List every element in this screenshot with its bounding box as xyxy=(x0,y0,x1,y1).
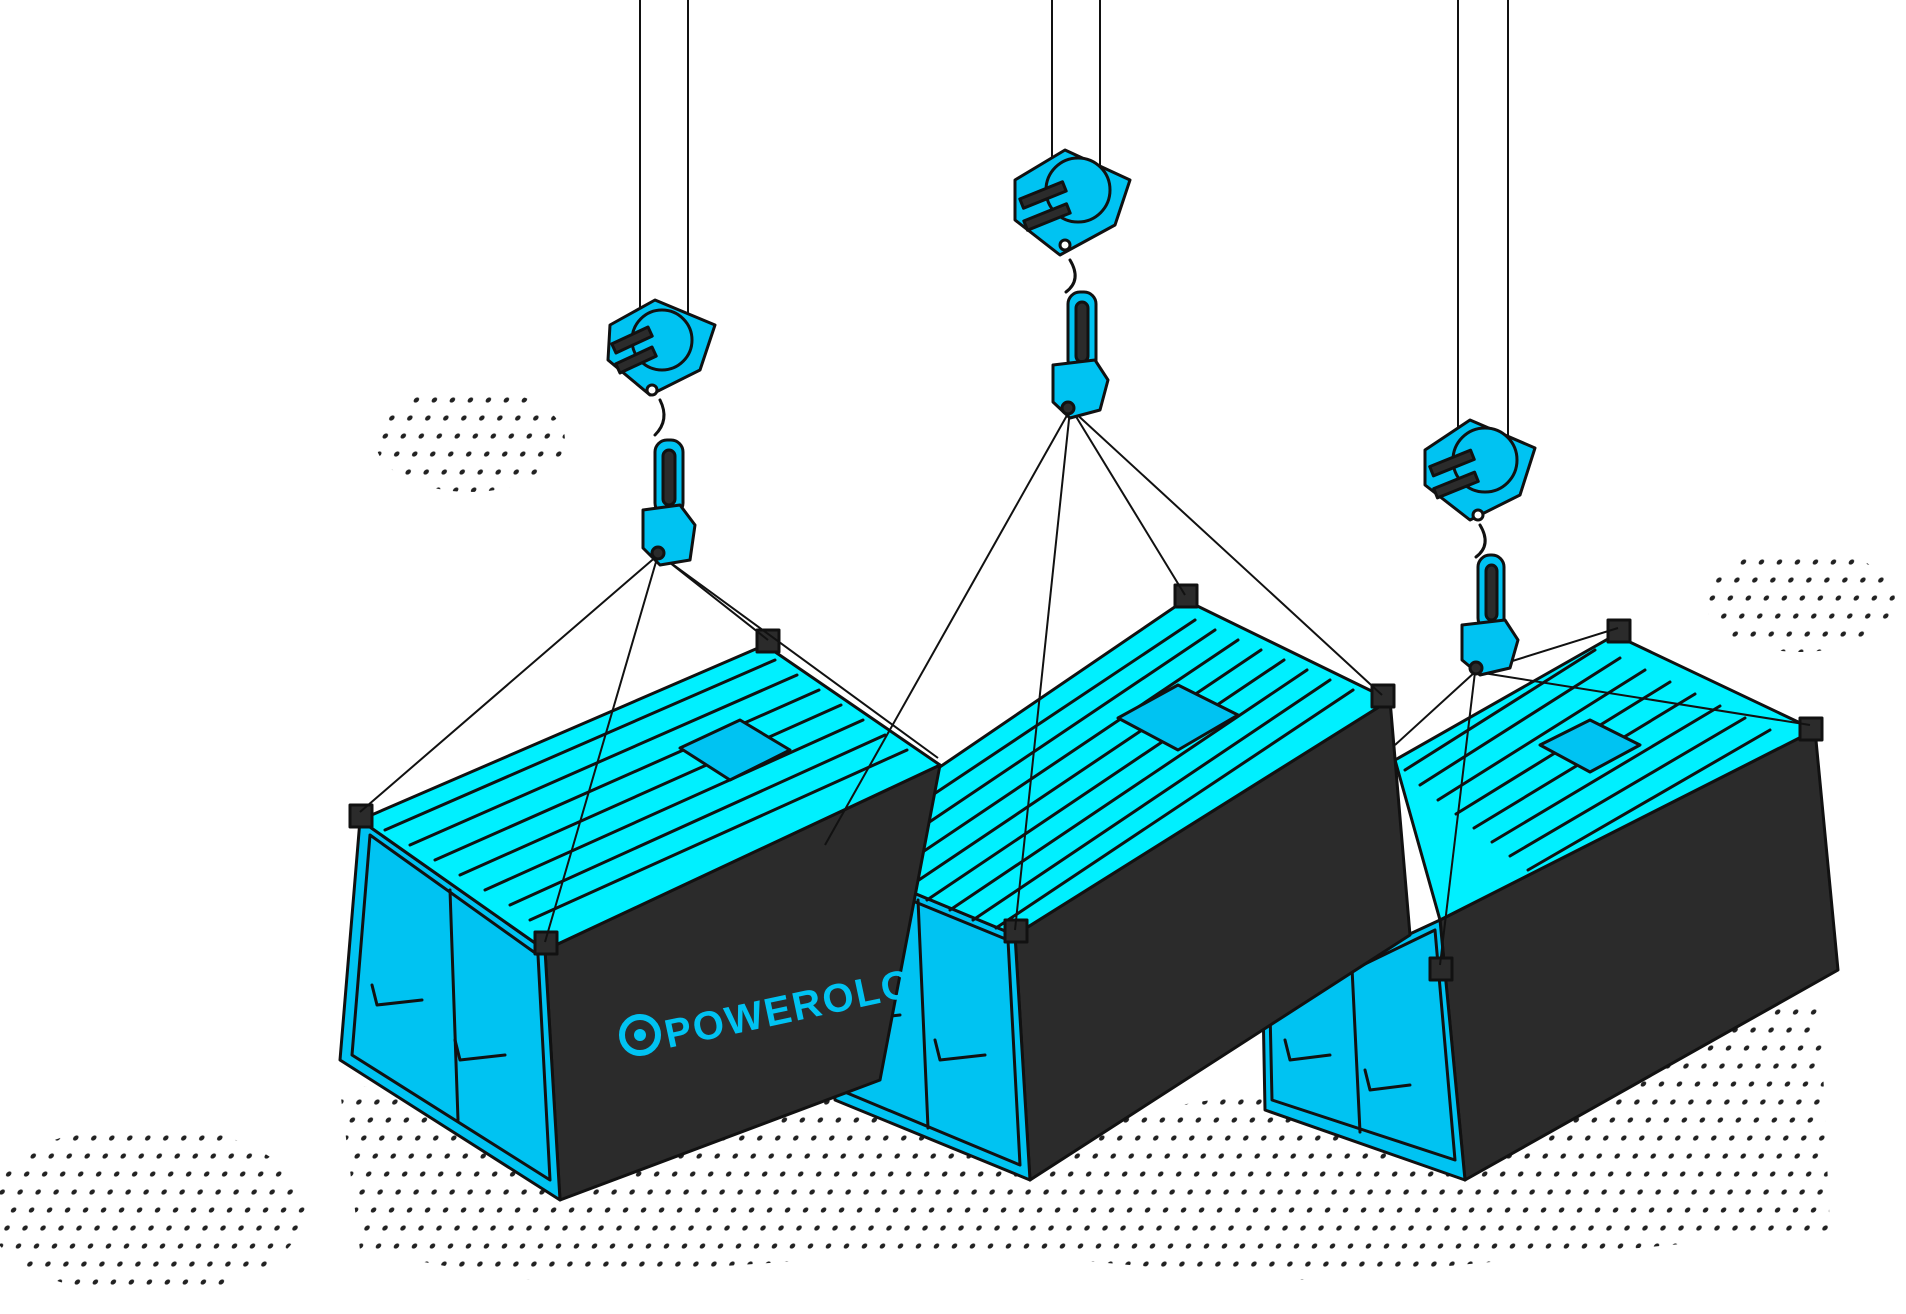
crane-pulley-icon xyxy=(1423,418,1537,522)
brand-logo-icon xyxy=(619,1014,661,1056)
crane-cables xyxy=(639,0,1509,450)
lifting-slings xyxy=(359,409,1811,966)
crane-block-left xyxy=(606,298,717,567)
crane-pulley-icon xyxy=(606,298,717,397)
roof-ribs xyxy=(383,658,909,922)
crane-block-middle xyxy=(1013,148,1132,420)
container-left: POWEROLO xyxy=(338,628,942,1202)
crane-pulley-icon xyxy=(1013,148,1132,257)
hook-icon xyxy=(641,398,697,567)
hook-icon xyxy=(1051,258,1110,420)
container-right xyxy=(1261,618,1840,1182)
crane-block-right xyxy=(1423,418,1537,677)
hook-icon xyxy=(1460,523,1520,677)
